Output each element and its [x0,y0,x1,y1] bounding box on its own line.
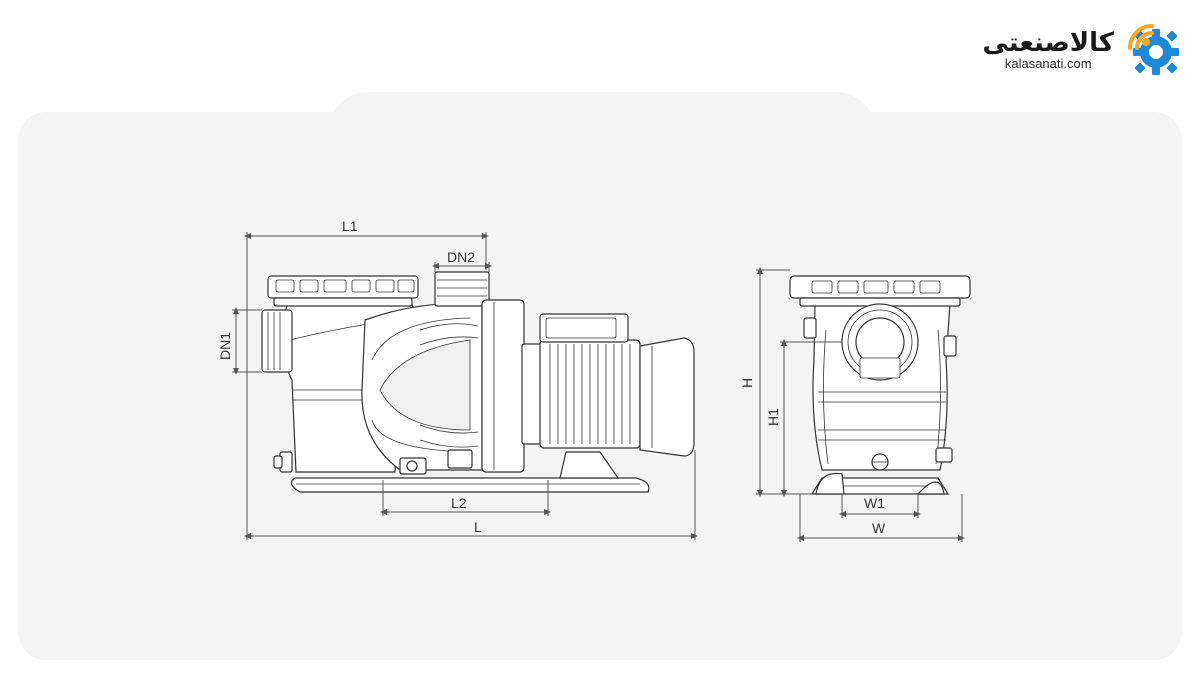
label-l: L [474,519,482,535]
motor-body [539,313,695,479]
inlet-pipe [261,309,293,373]
brand-logo[interactable]: کالاصنعتی kalasanati.com [982,18,1184,80]
drain-plug [273,451,293,473]
label-l1: L1 [342,218,358,234]
side-dimensions [232,232,698,540]
front-inlet [841,303,919,381]
label-w: W [872,520,886,536]
label-h: H [739,378,755,388]
front-dimensions [756,267,965,542]
front-view [789,275,971,495]
seal-flange [481,299,543,473]
label-h1: H1 [765,408,781,426]
side-view [261,271,695,493]
label-w1: W1 [864,495,885,511]
front-side-clamps [803,317,957,463]
base-plate [290,477,650,493]
label-dn2: DN2 [447,249,475,265]
label-l2: L2 [451,495,467,511]
logo-text: کالاصنعتی kalasanati.com [982,28,1114,71]
front-feet [815,472,945,495]
logo-name-fa: کالاصنعتی [982,27,1114,58]
front-drain [871,453,889,471]
logo-domain: kalasanati.com [1004,55,1092,71]
outlet-pipe [434,271,490,307]
gear-signal-icon [1128,24,1179,75]
mount-bolts [399,449,473,475]
strainer-lid [267,275,419,307]
label-dn1: DN1 [217,332,233,360]
front-lid [789,275,971,307]
volute-body [361,302,483,471]
